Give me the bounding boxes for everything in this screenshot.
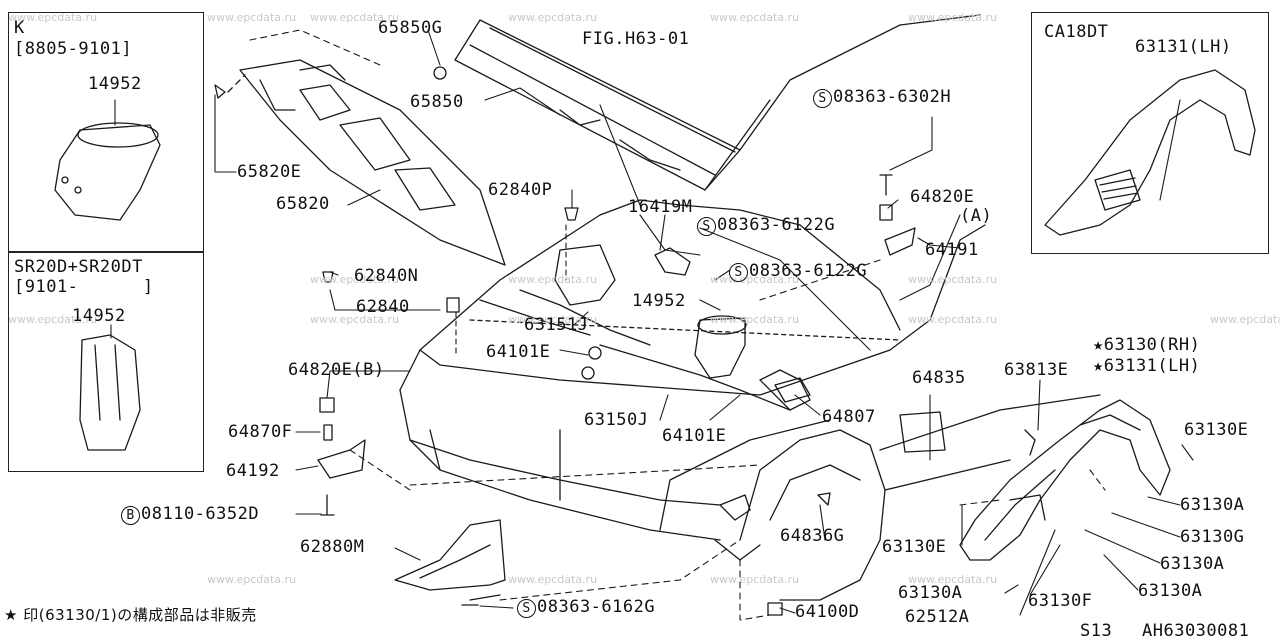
part-label-16419m[interactable]: 16419M bbox=[628, 197, 693, 217]
watermark: www.epcdata.ru bbox=[1210, 313, 1280, 326]
watermark: www.epcdata.ru bbox=[710, 11, 800, 24]
inset-ca18dt-part[interactable]: 63131(LH) bbox=[1135, 37, 1232, 57]
part-number: 08363-6122G bbox=[749, 261, 868, 281]
watermark: www.epcdata.ru bbox=[508, 11, 598, 24]
part-label-65850g[interactable]: 65850G bbox=[378, 18, 443, 38]
inset-sr-box bbox=[8, 252, 204, 472]
screw-symbol-icon: S bbox=[517, 599, 536, 618]
body-outline-drawing bbox=[399, 14, 1101, 601]
watermark: www.epcdata.ru bbox=[207, 573, 297, 586]
watermark: www.epcdata.ru bbox=[508, 573, 598, 586]
watermark: www.epcdata.ru bbox=[310, 313, 400, 326]
part-label-62840[interactable]: 62840 bbox=[356, 297, 410, 317]
part-label-63130g[interactable]: 63130G bbox=[1180, 527, 1245, 547]
part-label-63130e-right[interactable]: 63130E bbox=[1184, 420, 1249, 440]
inset-k-part[interactable]: 14952 bbox=[88, 74, 142, 94]
inset-duct-drawings bbox=[54, 122, 161, 451]
ca18dt-liner-drawing bbox=[1044, 69, 1256, 236]
inset-sr-title: SR20D+SR20DT bbox=[14, 257, 143, 277]
screw-symbol-icon: S bbox=[697, 217, 716, 236]
part-label-64870f[interactable]: 64870F bbox=[228, 422, 293, 442]
part-label-14952[interactable]: 14952 bbox=[632, 291, 686, 311]
small-parts-drawing bbox=[317, 66, 916, 616]
inset-sr-part[interactable]: 14952 bbox=[72, 306, 126, 326]
part-label-64101e-upper[interactable]: 64101E bbox=[486, 342, 551, 362]
bolt-symbol-icon: B bbox=[121, 506, 140, 525]
hood-insulator-drawing bbox=[214, 59, 506, 266]
watermark: www.epcdata.ru bbox=[8, 11, 98, 24]
part-label-63130a-4[interactable]: 63130A bbox=[1138, 581, 1203, 601]
inset-sr-range: [9101- ] bbox=[14, 277, 154, 297]
part-label-63130a-1[interactable]: 63130A bbox=[1180, 495, 1245, 515]
part-label-64192[interactable]: 64192 bbox=[226, 461, 280, 481]
part-label-64191[interactable]: 64191 bbox=[925, 240, 979, 260]
inset-k-range: [8805-9101] bbox=[14, 39, 133, 59]
part-label-65820[interactable]: 65820 bbox=[276, 194, 330, 214]
inset-ca18dt-title: CA18DT bbox=[1044, 22, 1109, 42]
part-number: 08363-6302H bbox=[833, 87, 952, 107]
part-label-62840n[interactable]: 62840N bbox=[354, 266, 419, 286]
part-label-63813e[interactable]: 63813E bbox=[1004, 360, 1069, 380]
part-label-63130f[interactable]: 63130F bbox=[1028, 591, 1093, 611]
document-code: AH63030081 bbox=[1142, 621, 1250, 641]
watermark: www.epcdata.ru bbox=[908, 273, 998, 286]
part-label-65850[interactable]: 65850 bbox=[410, 92, 464, 112]
fender-liner-drawing bbox=[959, 399, 1171, 561]
part-label-64100d[interactable]: 64100D bbox=[795, 602, 860, 622]
part-number: 08110-6352D bbox=[141, 504, 260, 524]
watermark: www.epcdata.ru bbox=[8, 313, 98, 326]
inset-ca18dt-box bbox=[1031, 12, 1269, 254]
watermark: www.epcdata.ru bbox=[710, 313, 800, 326]
inset-k-title: K bbox=[14, 18, 25, 38]
part-label-63131-lh[interactable]: ★63131(LH) bbox=[1093, 356, 1201, 376]
part-label-64836g[interactable]: 64836G bbox=[780, 526, 845, 546]
part-label-62512a[interactable]: 62512A bbox=[905, 607, 970, 627]
part-label-63130a-3[interactable]: 63130A bbox=[898, 583, 963, 603]
part-label-64807[interactable]: 64807 bbox=[822, 407, 876, 427]
screw-symbol-icon: S bbox=[813, 89, 832, 108]
part-label-64820e-b[interactable]: 64820E(B) bbox=[288, 360, 385, 380]
watermark: www.epcdata.ru bbox=[207, 11, 297, 24]
page-code: S13 bbox=[1080, 621, 1113, 641]
part-label-62840p[interactable]: 62840P bbox=[488, 180, 553, 200]
part-number: 08363-6162G bbox=[537, 597, 656, 617]
screw-symbol-icon: S bbox=[729, 263, 748, 282]
inset-k-box bbox=[8, 12, 204, 252]
figure-reference[interactable]: FIG.H63-01 bbox=[582, 29, 690, 49]
footnote: ★ 印(63130/1)の構成部品は非販売 bbox=[4, 606, 257, 624]
part-label-65820e[interactable]: 65820E bbox=[237, 162, 302, 182]
watermark: www.epcdata.ru bbox=[710, 573, 800, 586]
watermark: www.epcdata.ru bbox=[908, 573, 998, 586]
watermark: www.epcdata.ru bbox=[508, 313, 598, 326]
watermark: www.epcdata.ru bbox=[908, 11, 998, 24]
part-number: 08363-6122G bbox=[717, 215, 836, 235]
leader-lines bbox=[110, 29, 1194, 621]
part-label-63130e-left[interactable]: 63130E bbox=[882, 537, 947, 557]
part-label-63130a-2[interactable]: 63130A bbox=[1160, 554, 1225, 574]
watermark: www.epcdata.ru bbox=[310, 273, 400, 286]
part-label-63130-rh[interactable]: ★63130(RH) bbox=[1093, 335, 1201, 355]
watermark: www.epcdata.ru bbox=[908, 313, 998, 326]
part-label-64101e-lower[interactable]: 64101E bbox=[662, 426, 727, 446]
part-label-64820e-a[interactable]: 64820E bbox=[910, 187, 975, 207]
part-label-63151j[interactable]: 63151J bbox=[524, 315, 589, 335]
part-label-a-note: (A) bbox=[960, 206, 993, 226]
part-label-62880m[interactable]: 62880M bbox=[300, 537, 365, 557]
part-label-63150j[interactable]: 63150J bbox=[584, 410, 649, 430]
watermark: www.epcdata.ru bbox=[508, 273, 598, 286]
watermark: www.epcdata.ru bbox=[310, 11, 400, 24]
part-label-64835[interactable]: 64835 bbox=[912, 368, 966, 388]
